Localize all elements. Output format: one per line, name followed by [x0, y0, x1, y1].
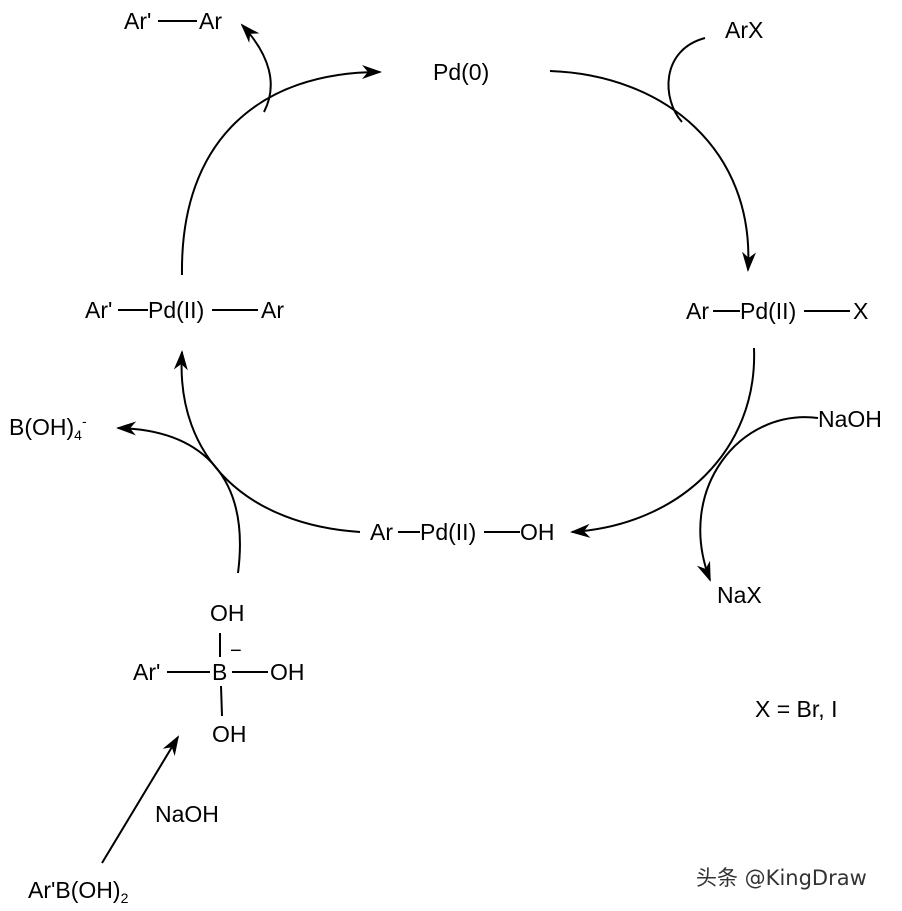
- halide-note: X = Br, I: [755, 696, 838, 722]
- arprime-pd-ar-arprime-label: Ar': [85, 297, 113, 323]
- ar-pd-oh-ar-label: Ar: [370, 519, 393, 545]
- borate-release-arrow: [116, 421, 241, 574]
- bond-b-oh-bottom: [220, 685, 223, 717]
- naoh-right-label: NaOH: [818, 406, 882, 432]
- pd0-label: Pd(0): [433, 59, 490, 85]
- cycle-arc-metathesis: [570, 347, 756, 538]
- biaryl-release-arrow: [240, 23, 272, 113]
- cycle-arc-transmetalation: [173, 350, 361, 533]
- boronic-acid-subscript: 2: [120, 890, 129, 906]
- boronate-formation-arrow: [101, 735, 180, 864]
- arx-label: ArX: [725, 17, 764, 43]
- cycle-arc-oxidative-addition: [549, 70, 757, 272]
- arprime-pd-ar-ar-label: Ar: [261, 297, 284, 323]
- borate-label: B(OH)4-: [9, 408, 87, 448]
- boronate-oh-right-label: OH: [270, 659, 305, 685]
- borate-charge: -: [81, 413, 87, 429]
- boronate-negative-charge: −: [230, 640, 242, 662]
- watermark: 头条 @KingDraw: [696, 866, 867, 890]
- boronic-acid-label: Ar'B(OH)2: [28, 877, 128, 911]
- biaryl-arprime-label: Ar': [124, 8, 152, 34]
- cycle-arc-reductive-elimination: [180, 65, 382, 276]
- boronate-oh-top-label: OH: [210, 600, 245, 626]
- ar-pd-x-ar-label: Ar: [686, 298, 709, 324]
- boronate-boron-label: B: [212, 659, 228, 685]
- ar-pd-oh-oh-label: OH: [520, 519, 555, 545]
- boronate-arprime-label: Ar': [133, 659, 161, 685]
- naoh-entry-nax-exit-curve: [696, 416, 819, 582]
- boronate-oh-bottom-label: OH: [212, 721, 247, 747]
- ar-pd-x-x-label: X: [853, 298, 869, 324]
- nax-label: NaX: [717, 582, 762, 608]
- borate-subscript: 4: [74, 427, 82, 443]
- borate-base: B(OH): [9, 414, 75, 440]
- naoh-bottom-label: NaOH: [155, 801, 219, 827]
- boronic-acid-base: Ar'B(OH): [28, 877, 121, 903]
- biaryl-ar-label: Ar: [199, 8, 222, 34]
- arx-entry-curve: [667, 37, 706, 123]
- ar-pd-x-pd-label: Pd(II): [740, 298, 797, 324]
- ar-pd-oh-pd-label: Pd(II): [420, 519, 477, 545]
- arprime-pd-ar-pd-label: Pd(II): [148, 297, 205, 323]
